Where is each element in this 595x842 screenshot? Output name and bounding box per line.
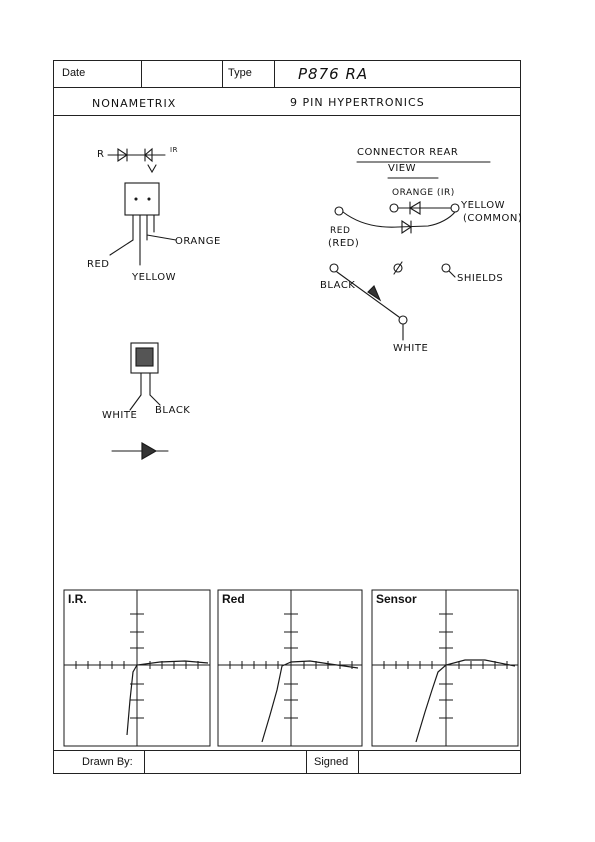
label-yellow: YELLOW <box>132 272 176 283</box>
sensor-package-body <box>130 342 159 374</box>
type-value: P876 RA <box>298 65 369 83</box>
header-divider-3 <box>274 60 275 87</box>
label-black: BLACK <box>155 405 191 416</box>
plot-title-sensor: Sensor <box>376 592 417 606</box>
ir-ticks <box>75 613 199 719</box>
connector-label-red: RED <box>330 226 351 236</box>
pin-center <box>393 263 403 273</box>
header-divider-2 <box>222 60 223 87</box>
ir-curve <box>126 660 209 736</box>
connector-label-orange-ir: ORANGE (IR) <box>392 188 455 198</box>
header-divider-1 <box>141 60 142 87</box>
drawing-frame <box>53 60 521 774</box>
connector-label-common: (COMMON) <box>463 213 523 224</box>
signed-label: Signed <box>314 756 349 768</box>
plot-box-sensor <box>371 589 519 747</box>
footer-divider-3 <box>358 750 359 774</box>
footer-top-rule <box>53 750 521 751</box>
connector-label-black: BLACK <box>320 280 356 291</box>
connector-label-shields: SHIELDS <box>457 273 504 284</box>
header-bottom-rule <box>53 87 521 88</box>
connector-type-text: 9 PIN HYPERTRONICS <box>290 96 425 109</box>
connector-label-white: WHITE <box>393 343 429 354</box>
manufacturer-text: NONAMETRIX <box>92 97 177 110</box>
pin-black <box>329 263 339 273</box>
plot-title-ir: I.R. <box>68 592 87 606</box>
footer-divider-1 <box>144 750 145 774</box>
subheader-bottom-rule <box>53 115 521 116</box>
type-label: Type <box>228 67 252 79</box>
label-orange: ORANGE <box>175 236 221 247</box>
red-ticks <box>229 613 353 719</box>
connector-label-yellow: YELLOW <box>461 200 505 211</box>
label-red: RED <box>87 259 110 270</box>
diode-triangle-icon <box>117 147 128 163</box>
pin-red <box>334 206 344 216</box>
pin-shields <box>441 263 451 273</box>
plot-title-red: Red <box>222 592 245 606</box>
label-r: R <box>97 149 105 160</box>
connector-label-red-paren: (RED) <box>328 238 360 249</box>
drawn-by-label: Drawn By: <box>82 756 133 768</box>
red-curve <box>261 660 359 743</box>
sensor-curve <box>415 659 516 743</box>
connector-title-1: CONNECTOR REAR <box>357 147 459 158</box>
plot-box-red <box>217 589 363 747</box>
label-ir: IR <box>170 146 178 154</box>
date-label: Date <box>62 67 86 79</box>
footer-divider-2 <box>306 750 307 774</box>
connector-title-2: VIEW <box>388 163 416 174</box>
label-white: WHITE <box>102 410 138 421</box>
led-package-body <box>124 182 160 216</box>
